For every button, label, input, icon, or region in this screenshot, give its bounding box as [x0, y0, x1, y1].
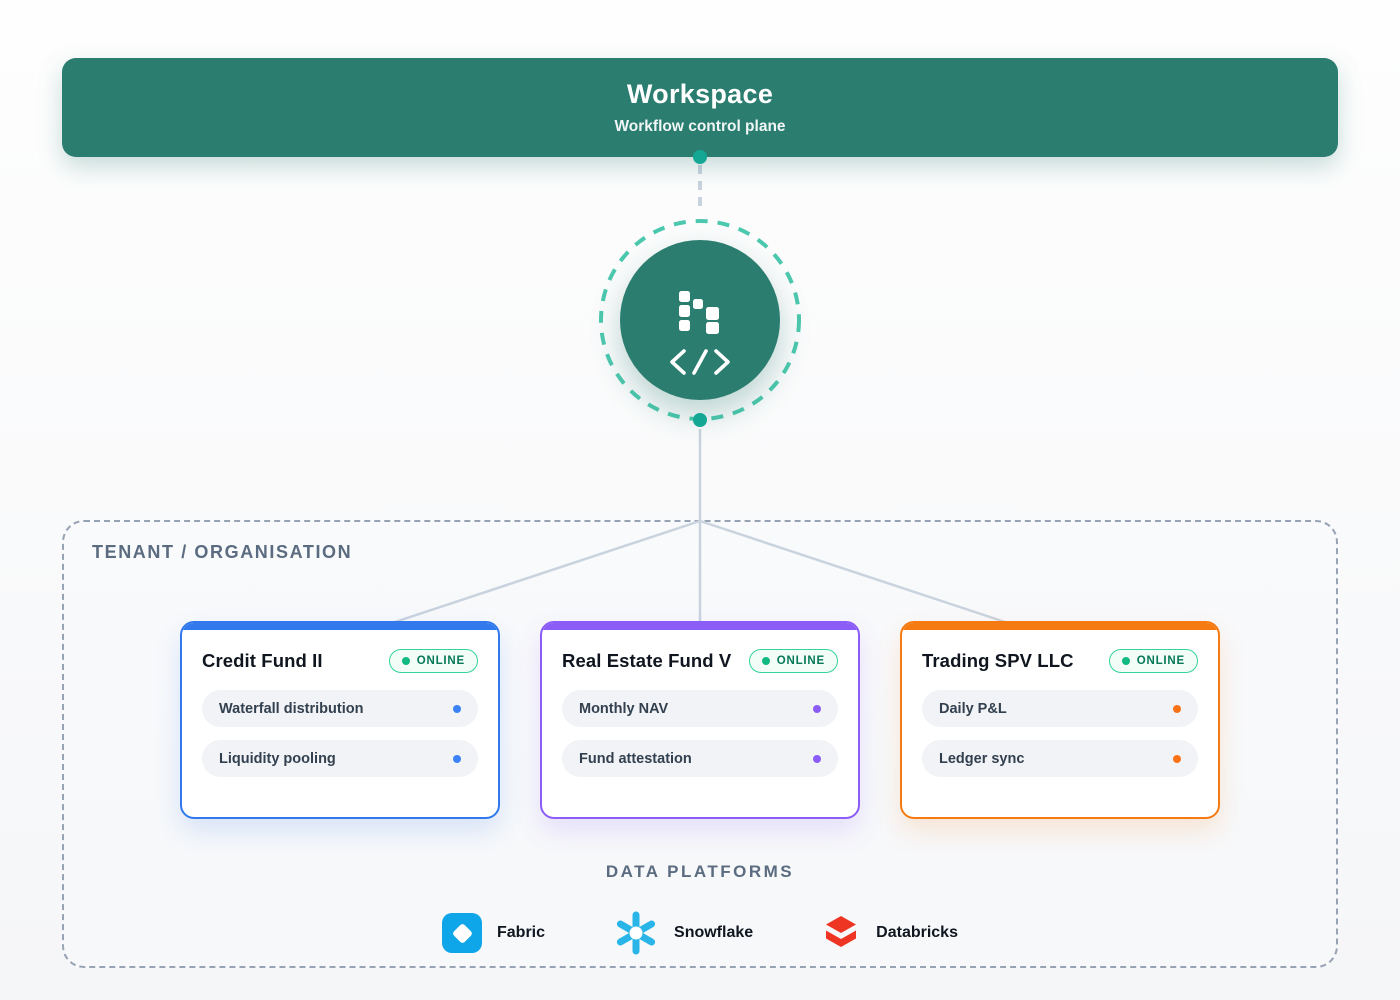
workflow-item-label: Daily P&L: [939, 700, 1007, 717]
workflow-item-label: Ledger sync: [939, 750, 1025, 767]
workflow-item-dot-icon: [813, 754, 821, 763]
card-title: Real Estate Fund V: [562, 650, 732, 671]
platform-databricks: Databricks: [821, 913, 958, 953]
workflow-item-dot-icon: [1173, 704, 1181, 713]
workflow-item: Ledger sync: [922, 740, 1198, 777]
platform-name: Snowflake: [674, 924, 754, 941]
workflow-item-label: Fund attestation: [579, 750, 692, 767]
databricks-icon: [826, 916, 857, 947]
platform-name: Databricks: [876, 924, 958, 941]
status-dot-icon: [401, 657, 410, 665]
card-accent-bar: [902, 623, 1218, 630]
workflow-item-dot-icon: [813, 704, 821, 713]
banner-title: Workspace: [626, 79, 774, 109]
pixel-grid-logo-icon: [679, 291, 719, 335]
platform-name: Fabric: [497, 924, 546, 941]
banner-anchor-dot: [693, 150, 707, 164]
status-dot-icon: [1121, 657, 1130, 665]
status-label: ONLINE: [416, 655, 465, 667]
code-brackets-icon: [670, 349, 730, 375]
fabric-icon: [442, 913, 482, 953]
workflow-item-dot-icon: [1173, 754, 1181, 763]
workspace-banner: Workspace Workflow control plane: [62, 58, 1338, 157]
data-platforms-row: Fabric Snowflake Databricks: [62, 910, 1338, 956]
card-accent-bar: [542, 623, 858, 630]
workflow-item-label: Waterfall distribution: [219, 700, 364, 717]
status-label: ONLINE: [776, 655, 825, 667]
card-trading-spv-llc[interactable]: Trading SPV LLC ONLINE Daily P&L Ledger …: [900, 621, 1220, 819]
branch-right-connector: [699, 519, 1009, 625]
workflow-item: Liquidity pooling: [202, 740, 478, 777]
status-badge: ONLINE: [1108, 649, 1198, 673]
workflow-item: Daily P&L: [922, 690, 1198, 727]
workflow-item-label: Monthly NAV: [579, 700, 669, 717]
branch-left-connector: [391, 519, 701, 625]
workflow-item-label: Liquidity pooling: [219, 750, 336, 767]
hub-anchor-dot: [693, 413, 707, 427]
status-label: ONLINE: [1136, 655, 1185, 667]
snowflake-icon: [616, 911, 656, 955]
banner-subtitle: Workflow control plane: [614, 118, 786, 135]
hub-node[interactable]: [620, 240, 780, 400]
platform-fabric: Fabric: [442, 913, 545, 953]
data-platforms-label: DATA PLATFORMS: [605, 862, 795, 881]
platform-snowflake: Snowflake: [613, 910, 753, 956]
status-dot-icon: [761, 657, 770, 665]
status-badge: ONLINE: [748, 649, 838, 673]
tenant-label: TENANT / ORGANISATION: [92, 542, 353, 562]
card-title: Credit Fund II: [202, 650, 323, 671]
workflow-item: Waterfall distribution: [202, 690, 478, 727]
status-badge: ONLINE: [388, 649, 478, 673]
workflow-item-dot-icon: [453, 754, 461, 763]
workflow-item-dot-icon: [453, 704, 461, 713]
workflow-item: Monthly NAV: [562, 690, 838, 727]
card-accent-bar: [182, 623, 498, 630]
card-real-estate-fund-v[interactable]: Real Estate Fund V ONLINE Monthly NAV Fu…: [540, 621, 860, 819]
card-title: Trading SPV LLC: [922, 650, 1074, 671]
workflow-item: Fund attestation: [562, 740, 838, 777]
card-credit-fund-ii[interactable]: Credit Fund II ONLINE Waterfall distribu…: [180, 621, 500, 819]
